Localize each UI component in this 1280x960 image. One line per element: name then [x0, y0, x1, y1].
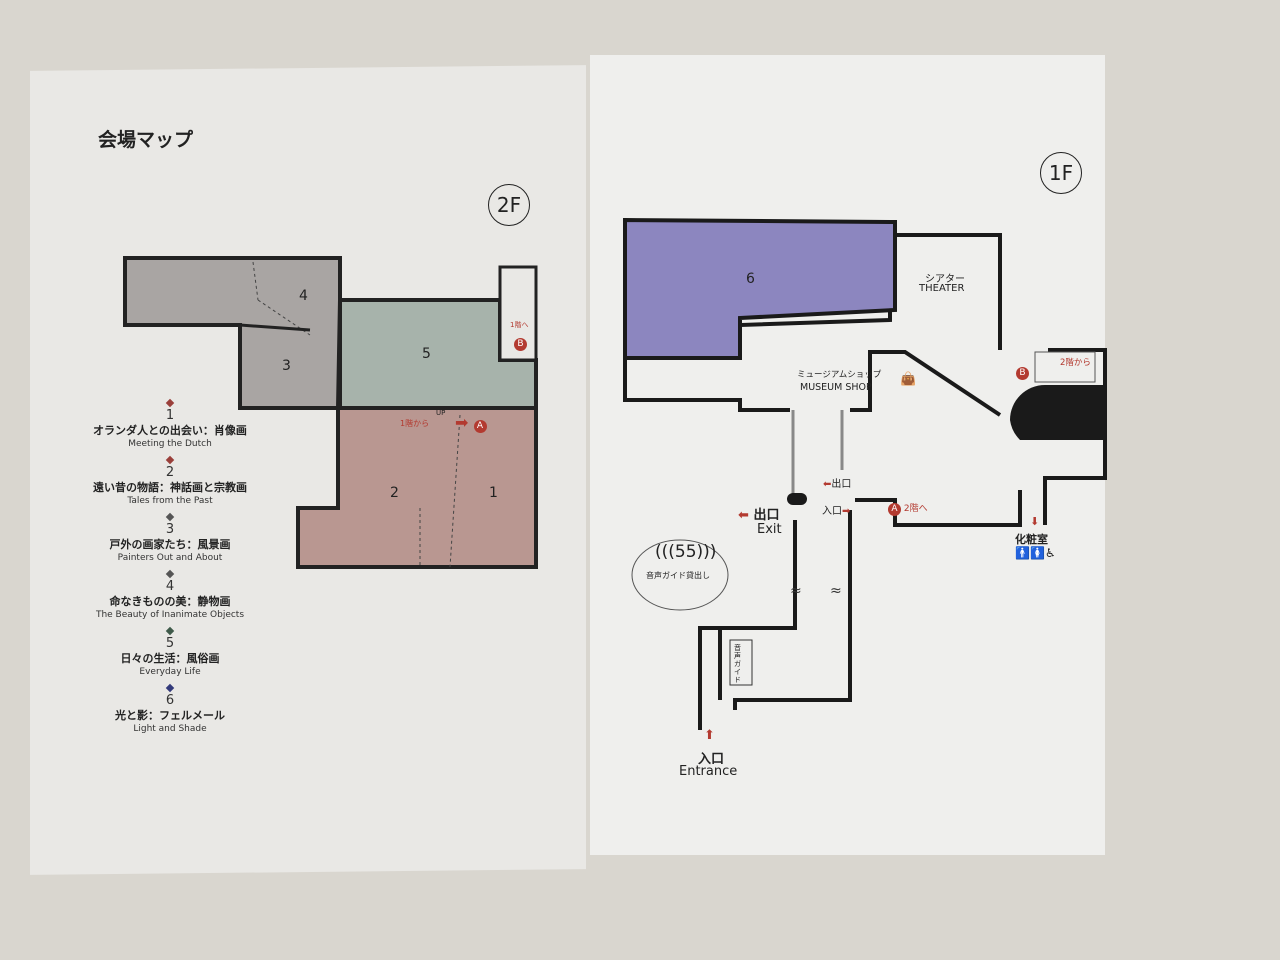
svg-text:≈: ≈ [790, 583, 802, 599]
male-restroom-icon: 🚹 [1015, 546, 1030, 560]
room-label-2: 2 [390, 485, 399, 501]
exit-jp: ⬅ 出口 [738, 508, 780, 523]
room-3-4 [123, 256, 342, 410]
room-6 [623, 217, 897, 360]
shopping-bag-icon: 👜 [900, 372, 917, 387]
exit-small: ⬅出口 [823, 479, 852, 490]
sound-waves-icon: ))) [696, 542, 717, 562]
room-label-3: 3 [282, 358, 291, 374]
arrow-down-icon: ⬇ [1030, 515, 1040, 528]
audio-guide-desk: 音声ガイド [734, 644, 741, 684]
wheelchair-icon: ♿ [1044, 546, 1056, 560]
entrance-en: Entrance [679, 764, 738, 779]
shop-en: MUSEUM SHOP [800, 382, 872, 393]
arrow-right-icon: ➡ [455, 413, 469, 432]
room-label-5: 5 [422, 346, 431, 362]
stair-up-label: UP [436, 409, 446, 417]
floor-badge-2f: 2F [488, 184, 530, 226]
theater-jp: シアター [925, 274, 965, 285]
room-label-1: 1 [489, 485, 498, 501]
theater-en: THEATER [919, 283, 965, 294]
map-title: 会場マップ [98, 129, 194, 151]
audio-guide-number: (((55))) [655, 542, 717, 562]
from-1f-label: 1階から [400, 419, 430, 428]
audio-guide-rental: 音声ガイド貸出し [646, 571, 710, 580]
marker-a-2f: ➡ A [455, 413, 487, 433]
arrow-left-icon: ⬅ [823, 479, 832, 490]
female-restroom-icon: 🚺 [1029, 546, 1045, 560]
entrance-jp: 入口 [698, 752, 725, 767]
restroom-icons: 🚹🚺♿ [1015, 546, 1056, 560]
shop-jp: ミュージアムショップ [797, 370, 882, 380]
restroom-label: 化粧室 [1015, 533, 1048, 546]
exit-en: Exit [757, 522, 782, 537]
right-page-1f [590, 55, 1105, 855]
arrow-up-icon: ⬆ [704, 728, 715, 743]
room-label-6: 6 [746, 271, 755, 287]
marker-b-1f: B [1016, 360, 1029, 380]
floor-badge-1f: 1F [1040, 152, 1082, 194]
to-1f-label: 1階へ [510, 321, 529, 329]
entry-small: 入口➡ [822, 506, 851, 517]
from-2f-label: 2階から [1060, 358, 1091, 368]
marker-a-1f: A 2階へ [888, 501, 928, 516]
svg-text:≈: ≈ [830, 583, 842, 599]
room-label-4: 4 [299, 288, 308, 304]
marker-b-2f: B [514, 331, 527, 351]
arrow-left-icon: ⬅ [738, 508, 749, 523]
arrow-right-icon: ➡ [842, 506, 851, 517]
sound-waves-icon: ((( [655, 542, 675, 562]
rooms-1-2 [296, 406, 538, 569]
